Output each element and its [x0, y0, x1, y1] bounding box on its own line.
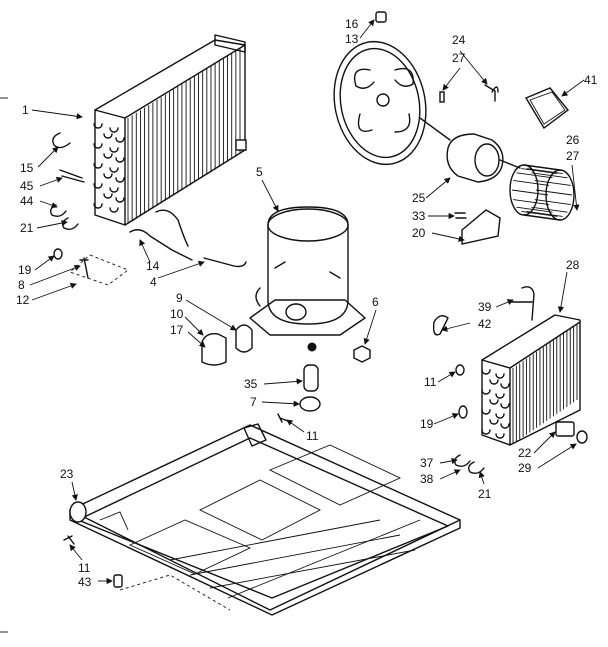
callout-42: 42 [478, 317, 492, 331]
callout-6: 6 [372, 295, 379, 309]
callout-39: 39 [478, 300, 492, 314]
callout-23: 23 [60, 467, 74, 481]
callout-22: 22 [518, 446, 532, 460]
callout-37: 37 [420, 456, 434, 470]
callout-27-b: 27 [566, 149, 580, 163]
callout-38: 38 [420, 472, 434, 486]
callout-16: 16 [345, 17, 359, 31]
callout-5: 5 [256, 165, 263, 179]
callout-11-b: 11 [424, 375, 437, 389]
callout-27: 27 [452, 51, 466, 65]
callout-13: 13 [345, 32, 359, 46]
callout-9: 9 [176, 291, 183, 305]
callout-44: 44 [20, 194, 34, 208]
callout-1: 1 [22, 103, 29, 117]
right-fittings [453, 364, 485, 475]
callout-25: 25 [412, 191, 426, 205]
callout-24: 24 [452, 33, 466, 47]
filter-grille [524, 87, 570, 130]
callout-33: 33 [412, 209, 426, 223]
leader-lines [29, 19, 585, 585]
callout-4: 4 [150, 275, 157, 289]
callout-21-b: 21 [478, 487, 492, 501]
blower-wheel [509, 164, 575, 221]
callout-20: 20 [412, 226, 426, 240]
refrigerant-tubes [129, 209, 247, 268]
callout-14: 14 [146, 259, 160, 273]
callout-17: 17 [170, 323, 184, 337]
callout-41: 41 [584, 73, 598, 87]
fan-orifice [333, 11, 427, 166]
condenser-coil [93, 34, 247, 226]
callout-28: 28 [566, 258, 580, 272]
callout-12: 12 [16, 293, 30, 307]
callout-15: 15 [20, 161, 34, 175]
callout-10: 10 [170, 307, 184, 321]
mount-hardware [201, 324, 371, 412]
evaporator-coil [432, 286, 588, 446]
callout-19: 19 [18, 263, 32, 277]
callout-19-b: 19 [420, 417, 434, 431]
base-pan [69, 423, 461, 616]
callout-35: 35 [244, 377, 258, 391]
callout-29: 29 [518, 461, 532, 475]
callout-11-c: 11 [78, 561, 91, 575]
callout-45: 45 [20, 179, 34, 193]
callout-11: 11 [306, 429, 319, 443]
callout-8: 8 [18, 278, 25, 292]
callout-21: 21 [20, 221, 34, 235]
compressor [249, 206, 366, 352]
callout-43: 43 [78, 575, 92, 589]
callout-7: 7 [250, 395, 257, 409]
fan-motor [419, 84, 521, 245]
callout-labels: 1 15 45 44 21 19 8 12 14 4 5 16 13 24 27… [16, 17, 598, 589]
left-fittings [49, 132, 129, 286]
callout-26: 26 [566, 133, 580, 147]
